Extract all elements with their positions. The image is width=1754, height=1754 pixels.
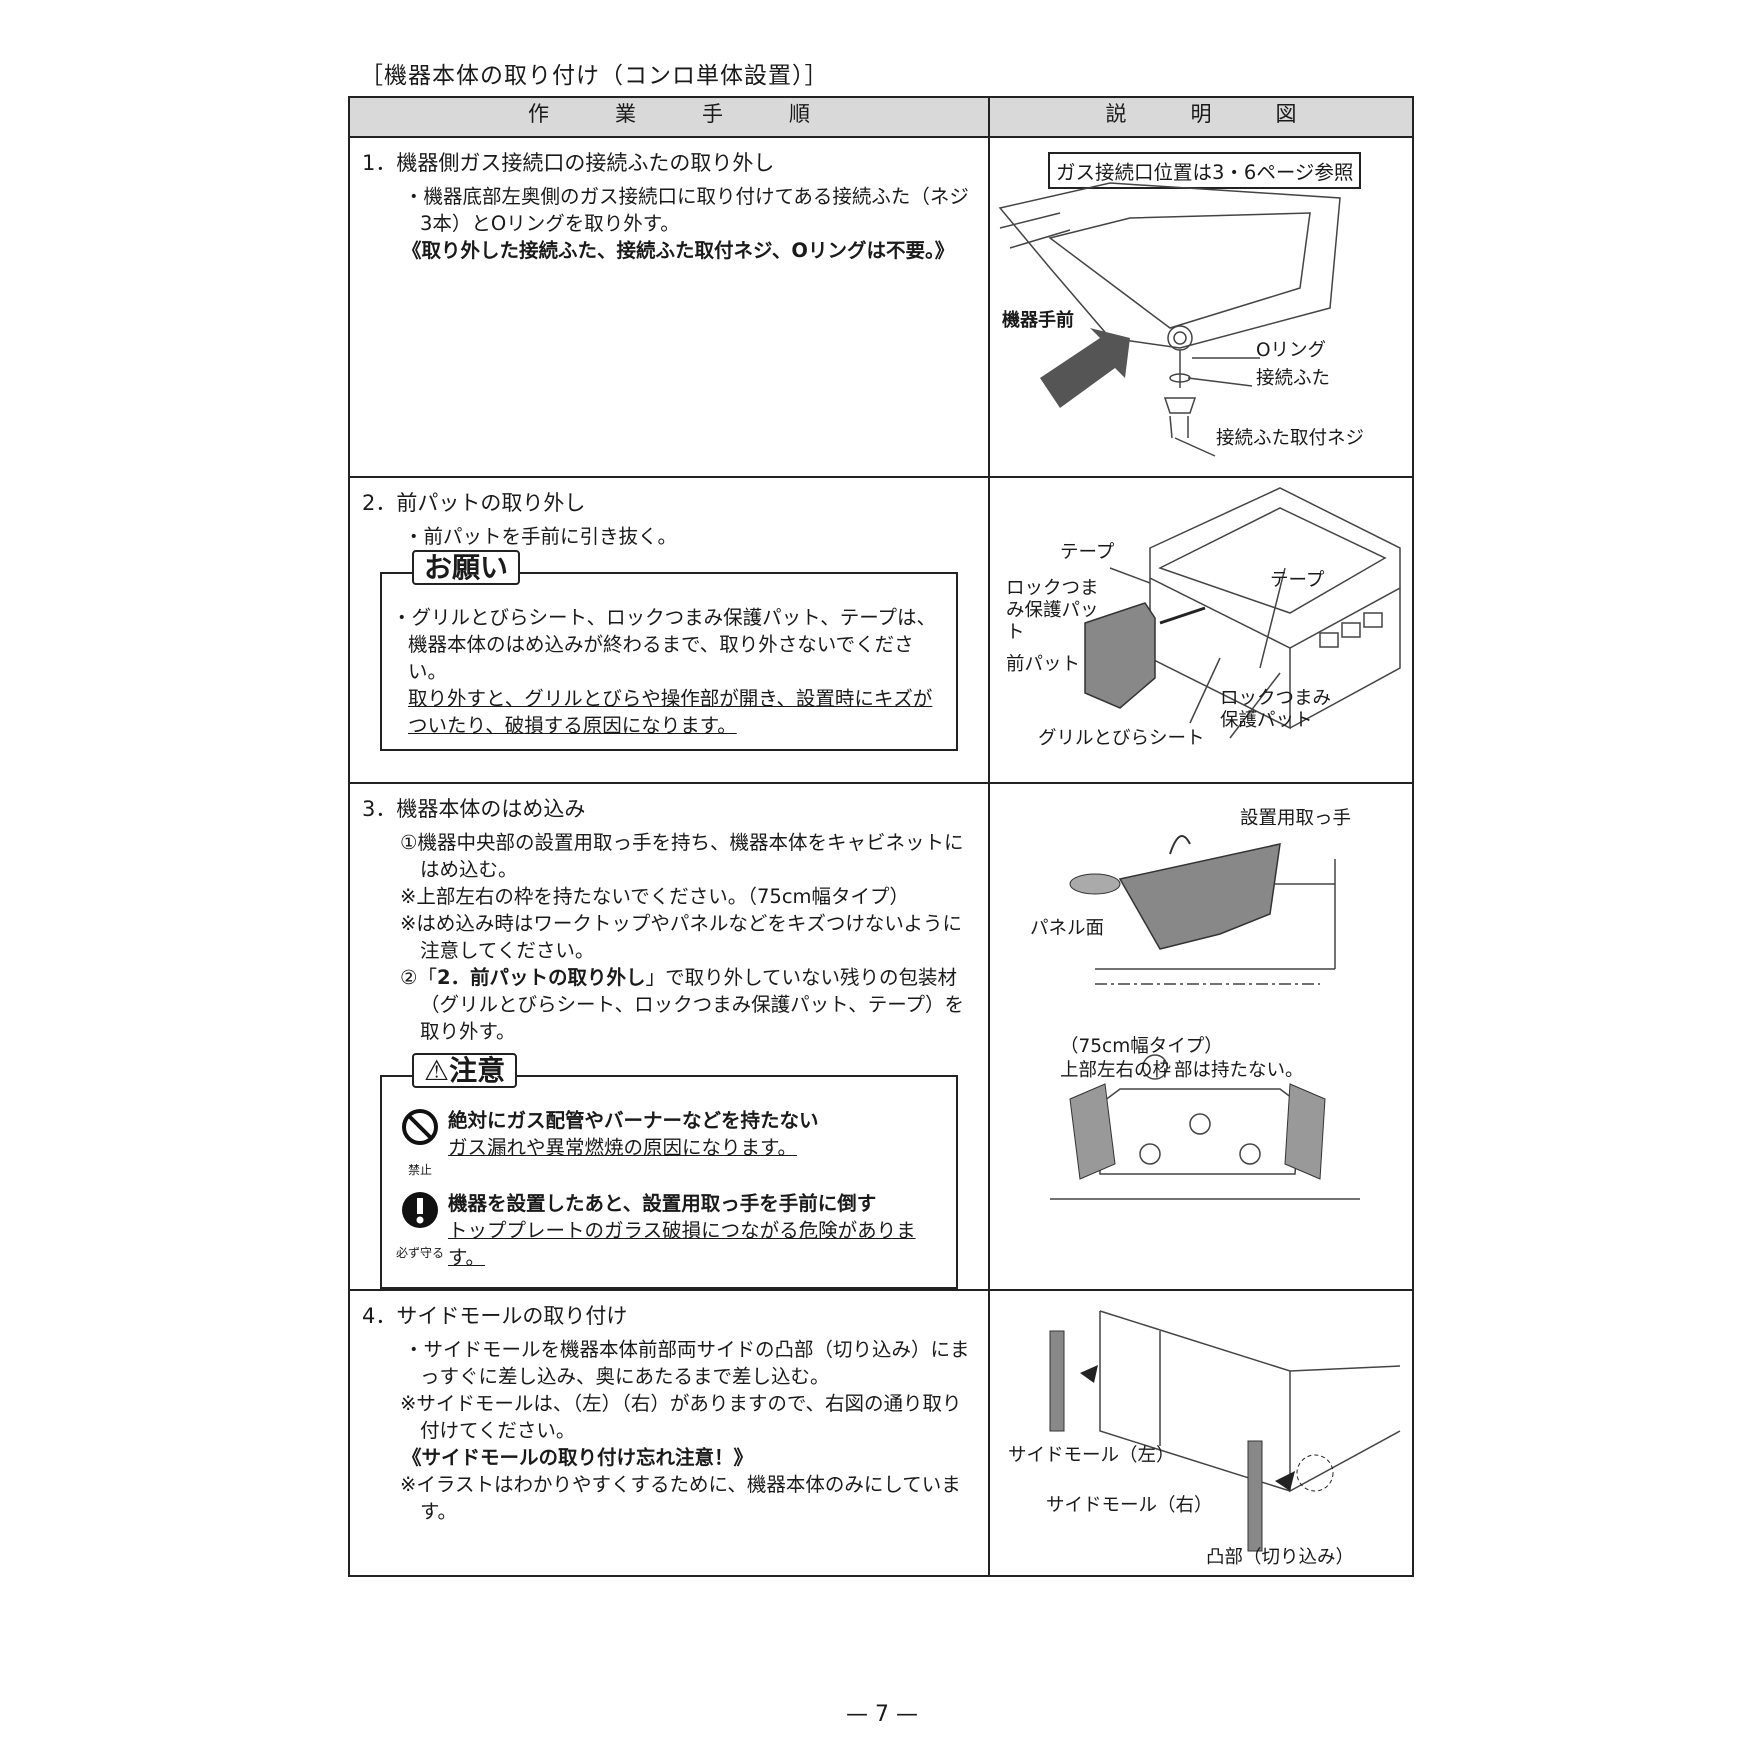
item2-ref: 2．前パットの取り外し [436,966,646,989]
side-mold-right-icon [1247,1440,1263,1552]
request-text: ・グリルとびらシート、ロックつまみ保護パット、テープは、機器本体のはめ込みが終わ… [392,606,937,683]
front-pad-illustration [1084,487,1401,739]
step4-bullet: ・サイドモールを機器本体前部両サイドの凸部（切り込み）にまっすぐに差し込み、奥に… [404,1338,970,1388]
step3-title: 3．機器本体のはめ込み [362,797,586,821]
label-tape-2: テープ [1270,570,1325,591]
step1-note: 《取り外した接続ふた、接続ふた取付ネジ、Oリングは不要。》 [402,239,955,262]
hand-icon [1169,835,1191,855]
step3-item2: ②「2．前パットの取り外し」で取り外していない残りの包装材（グリルとびらシート、… [362,964,976,1045]
step2-bullet: ・前パットを手前に引き抜く。 [404,525,678,548]
step2-figure: テープ テープ ロックつまみ保護パット 前パット ロックつまみ保護パット グリル… [990,478,1412,780]
unit-icon [1118,843,1281,950]
label-side-mold-right: サイドモール（右） [1046,1495,1213,1516]
right-frame-icon [1284,1083,1326,1180]
caution-row-1: 禁止 絶対にガス配管やバーナーなどを持たない ガス漏れや異常燃焼の原因になります… [392,1107,944,1184]
step2-title: 2．前パットの取り外し [362,491,586,515]
side-mold-illustration [1049,1310,1401,1552]
step3-note2: ※はめ込み時はワークトップやパネルなどをキズつけないように注意してください。 [400,912,962,962]
caution-box: ⚠注意 禁止 絶対にガス配管やバーナーなどを持たない ガス漏れや異常燃焼の原因に… [380,1053,958,1289]
step1-figure: ガス接続口位置は3・6ページ参照 [990,138,1412,474]
caution-tag: ⚠注意 [412,1053,518,1088]
caution-1-head: 絶対にガス配管やバーナーなどを持たない [448,1109,819,1132]
step1-row: 1．機器側ガス接続口の接続ふたの取り外し ・機器底部左奥側のガス接続口に取り付け… [348,136,1414,478]
step1-title: 1．機器側ガス接続口の接続ふたの取り外し [362,151,775,175]
label-front: 機器手前 [1002,310,1074,331]
label-tape-1: テープ [1060,542,1115,563]
step3-item1: ①機器中央部の設置用取っ手を持ち、機器本体をキャビネットにはめ込む。 [400,831,964,881]
side-mold-left-icon [1049,1330,1065,1432]
label-frame-b: 部は持たない。 [1174,1060,1304,1081]
table-header: 作業手順 説明図 [348,96,1414,138]
prohibited-label: 禁止 [407,1163,432,1177]
label-type: （75cm幅タイプ） [1060,1036,1223,1057]
request-box: お願い ・グリルとびらシート、ロックつまみ保護パット、テープは、機器本体のはめ込… [380,550,958,751]
request-warning: 取り外すと、グリルとびらや操作部が開き、設置時にキズがついたり、破損する原因にな… [408,687,933,737]
label-side-mold-left: サイドモール（左） [1008,1445,1175,1466]
notch-highlight-icon [1296,1454,1334,1492]
worktop-icon [1069,873,1121,895]
label-lid: 接続ふた [1256,368,1331,389]
front-pad-icon [1084,602,1156,709]
label-grill-sheet: グリルとびらシート [1038,728,1205,749]
label-lock-pad-2: ロックつまみ保護パット [1220,688,1332,731]
step3-figure: 設置用取っ手 パネル面 （75cm幅タイプ） 上部左右の枠 部は持たない。 [990,784,1412,1280]
item2-suffix: 」で取り外していない残りの包装材（グリルとびらシート、ロックつまみ保護パット、テ… [420,966,965,1043]
step1-bullet: ・機器底部左奥側のガス接続口に取り付けてある接続ふた（ネジ3本）とOリングを取り… [404,185,969,235]
step4-warn: 《サイドモールの取り付け忘れ注意！》 [402,1446,754,1469]
procedure-table: 作業手順 説明図 1．機器側ガス接続口の接続ふたの取り外し ・機器底部左奥側のガ… [348,96,1414,1577]
caution-2-text: トッププレートのガラス破損につながる危険があります。 [448,1219,916,1269]
gas-port-illustration [998,182,1341,457]
step4-row: 4．サイドモールの取り付け ・サイドモールを機器本体前部両サイドの凸部（切り込み… [348,1289,1414,1577]
caution-2-head: 機器を設置したあと、設置用取っ手を手前に倒す [448,1192,877,1215]
gas-port-reference: ガス接続口位置は3・6ページ参照 [1048,152,1362,189]
label-lid-screw: 接続ふた取付ネジ [1216,428,1365,449]
step4-title: 4．サイドモールの取り付け [362,1304,628,1328]
label-oring: Oリング [1256,340,1327,361]
step4-note2: ※イラストはわかりやすくするために、機器本体のみにしています。 [400,1473,961,1523]
arrow-right-icon [1275,1471,1295,1491]
arrow-left-icon [1080,1365,1098,1383]
label-handle: 設置用取っ手 [1240,808,1352,829]
header-illustration: 説明図 [988,96,1414,138]
step3-row: 3．機器本体のはめ込み ①機器中央部の設置用取っ手を持ち、機器本体をキャビネット… [348,782,1414,1291]
mandatory-label: 必ず守る [395,1246,444,1260]
caution-row-2: 必ず守る 機器を設置したあと、設置用取っ手を手前に倒す トッププレートのガラス破… [392,1190,944,1271]
installation-illustration [1050,835,1360,1200]
header-procedure: 作業手順 [348,96,990,138]
label-panel: パネル面 [1030,918,1105,939]
request-tag: お願い [412,550,521,585]
step2-row: 2．前パットの取り外し ・前パットを手前に引き抜く。 お願い ・グリルとびらシー… [348,476,1414,784]
label-frame-a: 上部左右の枠 [1060,1060,1172,1081]
section-title: ［機器本体の取り付け（コンロ単体設置）］ [360,63,829,89]
step3-note1: ※上部左右の枠を持たないでください。（75cm幅タイプ） [400,885,910,908]
caution-1-text: ガス漏れや異常燃焼の原因になります。 [448,1136,798,1159]
label-notch: 凸部（切り込み） [1206,1547,1355,1568]
left-frame-icon [1069,1083,1116,1180]
step4-figure: サイドモール（左） サイドモール（右） 凸部（切り込み） [990,1291,1412,1573]
label-lock-pad: ロックつまみ保護パット [1006,578,1099,643]
step4-note1: ※サイドモールは、（左）（右）がありますので、右図の通り取り付けてください。 [400,1392,962,1442]
prohibited-icon: 禁止 [392,1107,448,1184]
label-front-pad: 前パット [1006,654,1081,675]
front-arrow-icon [1040,328,1130,408]
mandatory-icon: 必ず守る [392,1190,448,1267]
item2-prefix: ②「 [400,966,437,989]
page-number: — 7 — [846,1702,918,1727]
